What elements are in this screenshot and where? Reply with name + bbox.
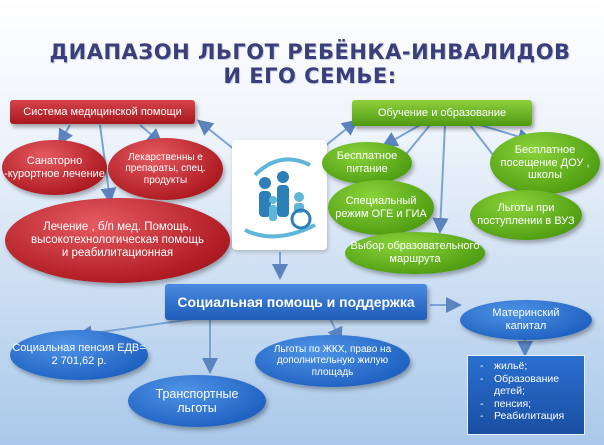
medical-header: Система медицинской помощи <box>10 100 195 124</box>
medical-item-treatment: Лечение , б/п мед. Помощь, высокотехноло… <box>5 198 230 283</box>
education-item-university: Льготы при поступлении в ВУЗ <box>470 190 582 240</box>
education-item-preschool: Бесплатное посещение ДОУ , школы <box>490 132 600 194</box>
list-item: пенсия; <box>480 398 580 411</box>
medical-item-sanatorium: Санаторно -курортное лечение <box>2 140 107 195</box>
maternity-capital-list: жильё; Образование детей; пенсия; Реабил… <box>467 355 585 435</box>
education-header: Обучение и образование <box>352 100 532 126</box>
social-item-pension: Социальная пенсия ЕДВ= 2 701,62 р. <box>10 330 148 380</box>
social-item-transport: Транспортные льготы <box>128 375 266 427</box>
education-item-exams: Специальный режим ОГЕ и ГИА <box>328 180 434 235</box>
list-item: Реабилитация <box>480 410 580 423</box>
list-item: жильё; <box>480 360 580 373</box>
family-logo-icon <box>232 140 327 250</box>
social-header: Социальная помощь и поддержка <box>165 284 427 320</box>
maternity-capital-header: Материнский капитал <box>460 300 592 340</box>
medical-item-medicines: Лекарственны е препараты, спец. продукты <box>108 138 223 200</box>
education-item-food: Бесплатное питание <box>322 142 412 184</box>
page-title: ДИАПАЗОН ЛЬГОТ РЕБЁНКА-ИНВАЛИДОВ И ЕГО С… <box>49 40 571 88</box>
social-item-housing: Льготы по ЖКХ, право на дополнительную ж… <box>255 335 410 387</box>
education-item-route: Выбор образовательного маршрута <box>345 232 485 274</box>
arrow-to-medical <box>196 119 236 151</box>
list-item: Образование детей; <box>480 373 580 398</box>
